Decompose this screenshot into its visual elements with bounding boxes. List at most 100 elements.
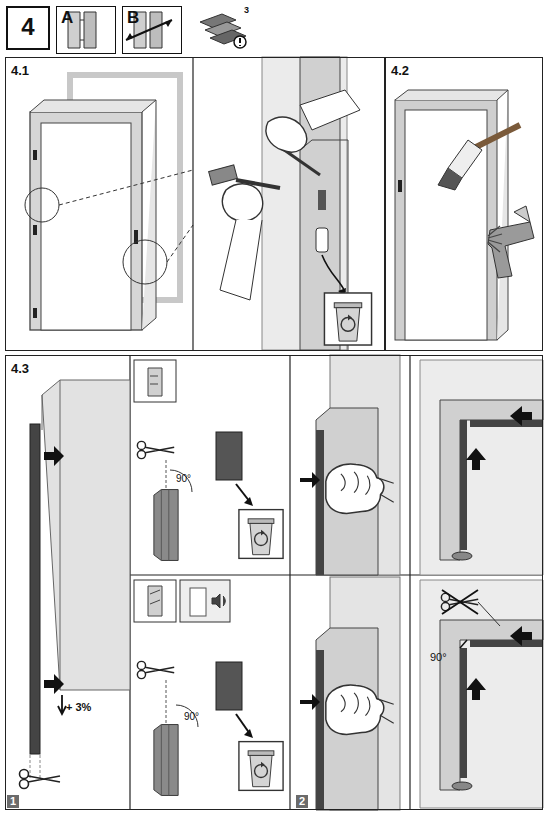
seal-profile-section bbox=[148, 368, 162, 396]
door-frame-overview bbox=[25, 75, 193, 330]
annotation: 90° bbox=[184, 712, 199, 722]
hinge bbox=[33, 150, 37, 160]
spray-cup bbox=[514, 206, 530, 222]
sub-step-number: 2 bbox=[296, 795, 308, 808]
sound-icon bbox=[212, 594, 225, 608]
press-seal-step bbox=[300, 355, 400, 810]
wall bbox=[420, 360, 543, 575]
seal-offcut bbox=[216, 662, 242, 710]
step-panel-label: 4.2 bbox=[391, 64, 409, 77]
step-box-label: 4 bbox=[21, 15, 34, 39]
option-box: A bbox=[56, 6, 116, 54]
seal-cut-step-a bbox=[134, 360, 283, 560]
option-box-label: B bbox=[127, 9, 139, 26]
frame-depth bbox=[395, 90, 508, 340]
annotation: 3 bbox=[244, 6, 249, 15]
hand bbox=[326, 464, 394, 513]
frame-profile bbox=[84, 12, 96, 48]
frame-profile bbox=[150, 12, 162, 48]
scissors bbox=[20, 770, 61, 789]
sub-step-number: 1 bbox=[7, 795, 19, 808]
push-arrow bbox=[466, 448, 486, 470]
detail-circle bbox=[25, 188, 59, 222]
jamb-edge bbox=[42, 380, 60, 690]
corner-step-b bbox=[420, 580, 543, 808]
arrow-head bbox=[244, 729, 253, 738]
sound-inset bbox=[180, 580, 230, 622]
detail-circle bbox=[123, 240, 167, 284]
warning-mark bbox=[239, 38, 241, 46]
step-panel-label: 4.1 bbox=[11, 64, 29, 77]
wall bbox=[420, 580, 543, 808]
seal-length-step bbox=[20, 380, 131, 789]
brush-bristles bbox=[438, 168, 462, 190]
transport-block bbox=[318, 190, 326, 210]
panel-divider bbox=[192, 57, 193, 350]
seal-offcut bbox=[216, 432, 242, 480]
hand bbox=[266, 117, 307, 152]
corner-step-a bbox=[420, 360, 543, 575]
panel-divider bbox=[289, 355, 290, 810]
option-box-label: A bbox=[61, 9, 73, 26]
detail-inset bbox=[134, 360, 176, 402]
frame-jamb bbox=[42, 380, 130, 690]
cutout bbox=[316, 228, 328, 252]
step-box: 4 bbox=[6, 6, 50, 50]
spray-gun bbox=[488, 222, 534, 278]
seal-profile-section bbox=[148, 586, 162, 616]
recycle-bin bbox=[239, 742, 283, 791]
step-panel: 4.3 bbox=[5, 355, 543, 810]
warning-circle bbox=[234, 36, 246, 48]
seal-cut-step-b bbox=[134, 580, 283, 795]
angle-arc bbox=[170, 470, 192, 492]
recycle-bin bbox=[239, 510, 283, 559]
hammer-head bbox=[209, 165, 238, 185]
push-arrow bbox=[44, 674, 64, 694]
step-panel-label: 4.3 bbox=[11, 362, 29, 375]
sleeve bbox=[300, 90, 360, 130]
detail-inset bbox=[134, 580, 176, 622]
hinge bbox=[33, 308, 37, 318]
seal-end bbox=[452, 552, 472, 560]
profile-detail bbox=[209, 57, 372, 350]
seal-strip bbox=[316, 430, 324, 575]
seal-profile bbox=[154, 725, 178, 796]
door-frame bbox=[395, 100, 497, 340]
hand bbox=[222, 184, 262, 221]
seal-strip bbox=[470, 420, 543, 427]
seal-profile bbox=[154, 490, 178, 561]
painting-step bbox=[395, 90, 534, 340]
arrow-head bbox=[244, 497, 253, 506]
seal-strip bbox=[30, 424, 40, 754]
step-panel: 4.1 bbox=[5, 57, 385, 351]
scissors bbox=[137, 441, 174, 458]
panel-divider bbox=[409, 355, 410, 810]
push-arrow bbox=[300, 694, 320, 710]
push-arrow bbox=[466, 678, 486, 700]
annotation: + 3% bbox=[66, 702, 91, 713]
frame-corner bbox=[440, 400, 543, 560]
hand bbox=[326, 685, 394, 734]
frame-depth bbox=[30, 100, 156, 330]
push-arrow bbox=[44, 446, 64, 466]
hinge bbox=[398, 180, 402, 192]
cross-out bbox=[442, 590, 478, 614]
door-icon bbox=[190, 588, 206, 616]
arrow-line bbox=[236, 714, 250, 734]
seal-strip bbox=[470, 640, 543, 647]
spray-lines bbox=[488, 226, 502, 252]
step-panel: 4.2 bbox=[385, 57, 543, 351]
seal-strip bbox=[460, 648, 467, 778]
recycle-bin bbox=[324, 293, 371, 345]
frame-corner bbox=[440, 620, 543, 790]
scissors bbox=[137, 661, 174, 678]
leader-line bbox=[59, 170, 193, 262]
arrow-line bbox=[322, 255, 345, 292]
push-arrow bbox=[510, 406, 532, 426]
seal-end bbox=[452, 782, 472, 790]
length-arrow bbox=[58, 695, 66, 714]
push-arrow bbox=[300, 472, 320, 488]
hinge bbox=[33, 225, 37, 235]
